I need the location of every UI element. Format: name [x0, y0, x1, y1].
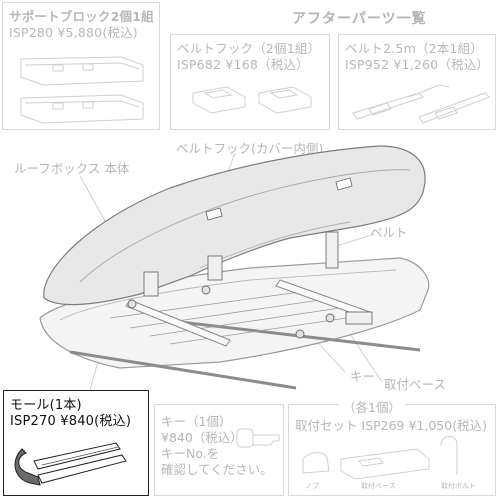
- support-block-price: ISP280 ¥5,880(税込): [9, 25, 138, 40]
- key-note2: 確認してください。: [161, 462, 273, 477]
- belt-illustration: [352, 84, 490, 124]
- key-label: キー: [350, 369, 376, 384]
- key-price: ¥840（税込）: [161, 430, 243, 445]
- mount-set-panel: （各1個） 取付セット ISP269 ¥1,050(税込) ノブ 取付ベース 取…: [288, 397, 496, 496]
- mold-illustration: [14, 442, 127, 486]
- mold-panel: モール(1本) ISP270 ¥840(税込): [3, 390, 149, 496]
- mold-price: ISP270 ¥840(税込): [10, 414, 132, 429]
- mount-set-name: 取付セット ISP269 ¥1,050(税込): [295, 418, 487, 433]
- mount-set-base-label: 取付ベース: [361, 482, 396, 490]
- support-block-name: サポートブロック2個1組: [9, 9, 154, 24]
- belt-hook-price: ISP682 ¥168（税込）: [177, 57, 309, 72]
- mount-set-header: （各1個）: [339, 397, 405, 416]
- key-panel: キー（1個） ¥840（税込） キーNo.を 確認してください。: [154, 404, 284, 496]
- belt-hook-illustration: [192, 86, 312, 114]
- support-block-panel: サポートブロック2個1組 ISP280 ¥5,880(税込): [2, 2, 160, 130]
- roof-box-label: ルーフボックス 本体: [14, 161, 130, 176]
- belt-panel: ベルト2.5m（2本1組） ISP952 ¥1,260（税込）: [338, 34, 496, 130]
- mount-set-knob-label: ノブ: [305, 482, 319, 490]
- belt-hook-panel: ベルトフック（2個1組） ISP682 ¥168（税込）: [170, 34, 330, 130]
- support-block-illustration: [20, 56, 144, 124]
- belt-label: ベルト: [370, 225, 408, 240]
- belt-price: ISP952 ¥1,260（税込）: [345, 57, 490, 72]
- key-note1: キーNo.を: [161, 446, 220, 461]
- belt-hook-cover-label: ベルトフック(カバー内側): [176, 141, 324, 156]
- mold-name: モール(1本): [10, 398, 82, 413]
- mount-set-illustration: [302, 436, 458, 480]
- mount-set-bolt-label: 取付ボルト: [441, 482, 476, 490]
- mount-base-label: 取付ベース: [384, 377, 446, 392]
- page-title: アフターパーツ一覧: [292, 11, 427, 27]
- key-name: キー（1個）: [161, 414, 232, 429]
- belt-hook-name: ベルトフック（2個1組）: [177, 41, 321, 56]
- belt-name: ベルト2.5m（2本1組）: [345, 41, 484, 56]
- key-illustration: [236, 428, 280, 448]
